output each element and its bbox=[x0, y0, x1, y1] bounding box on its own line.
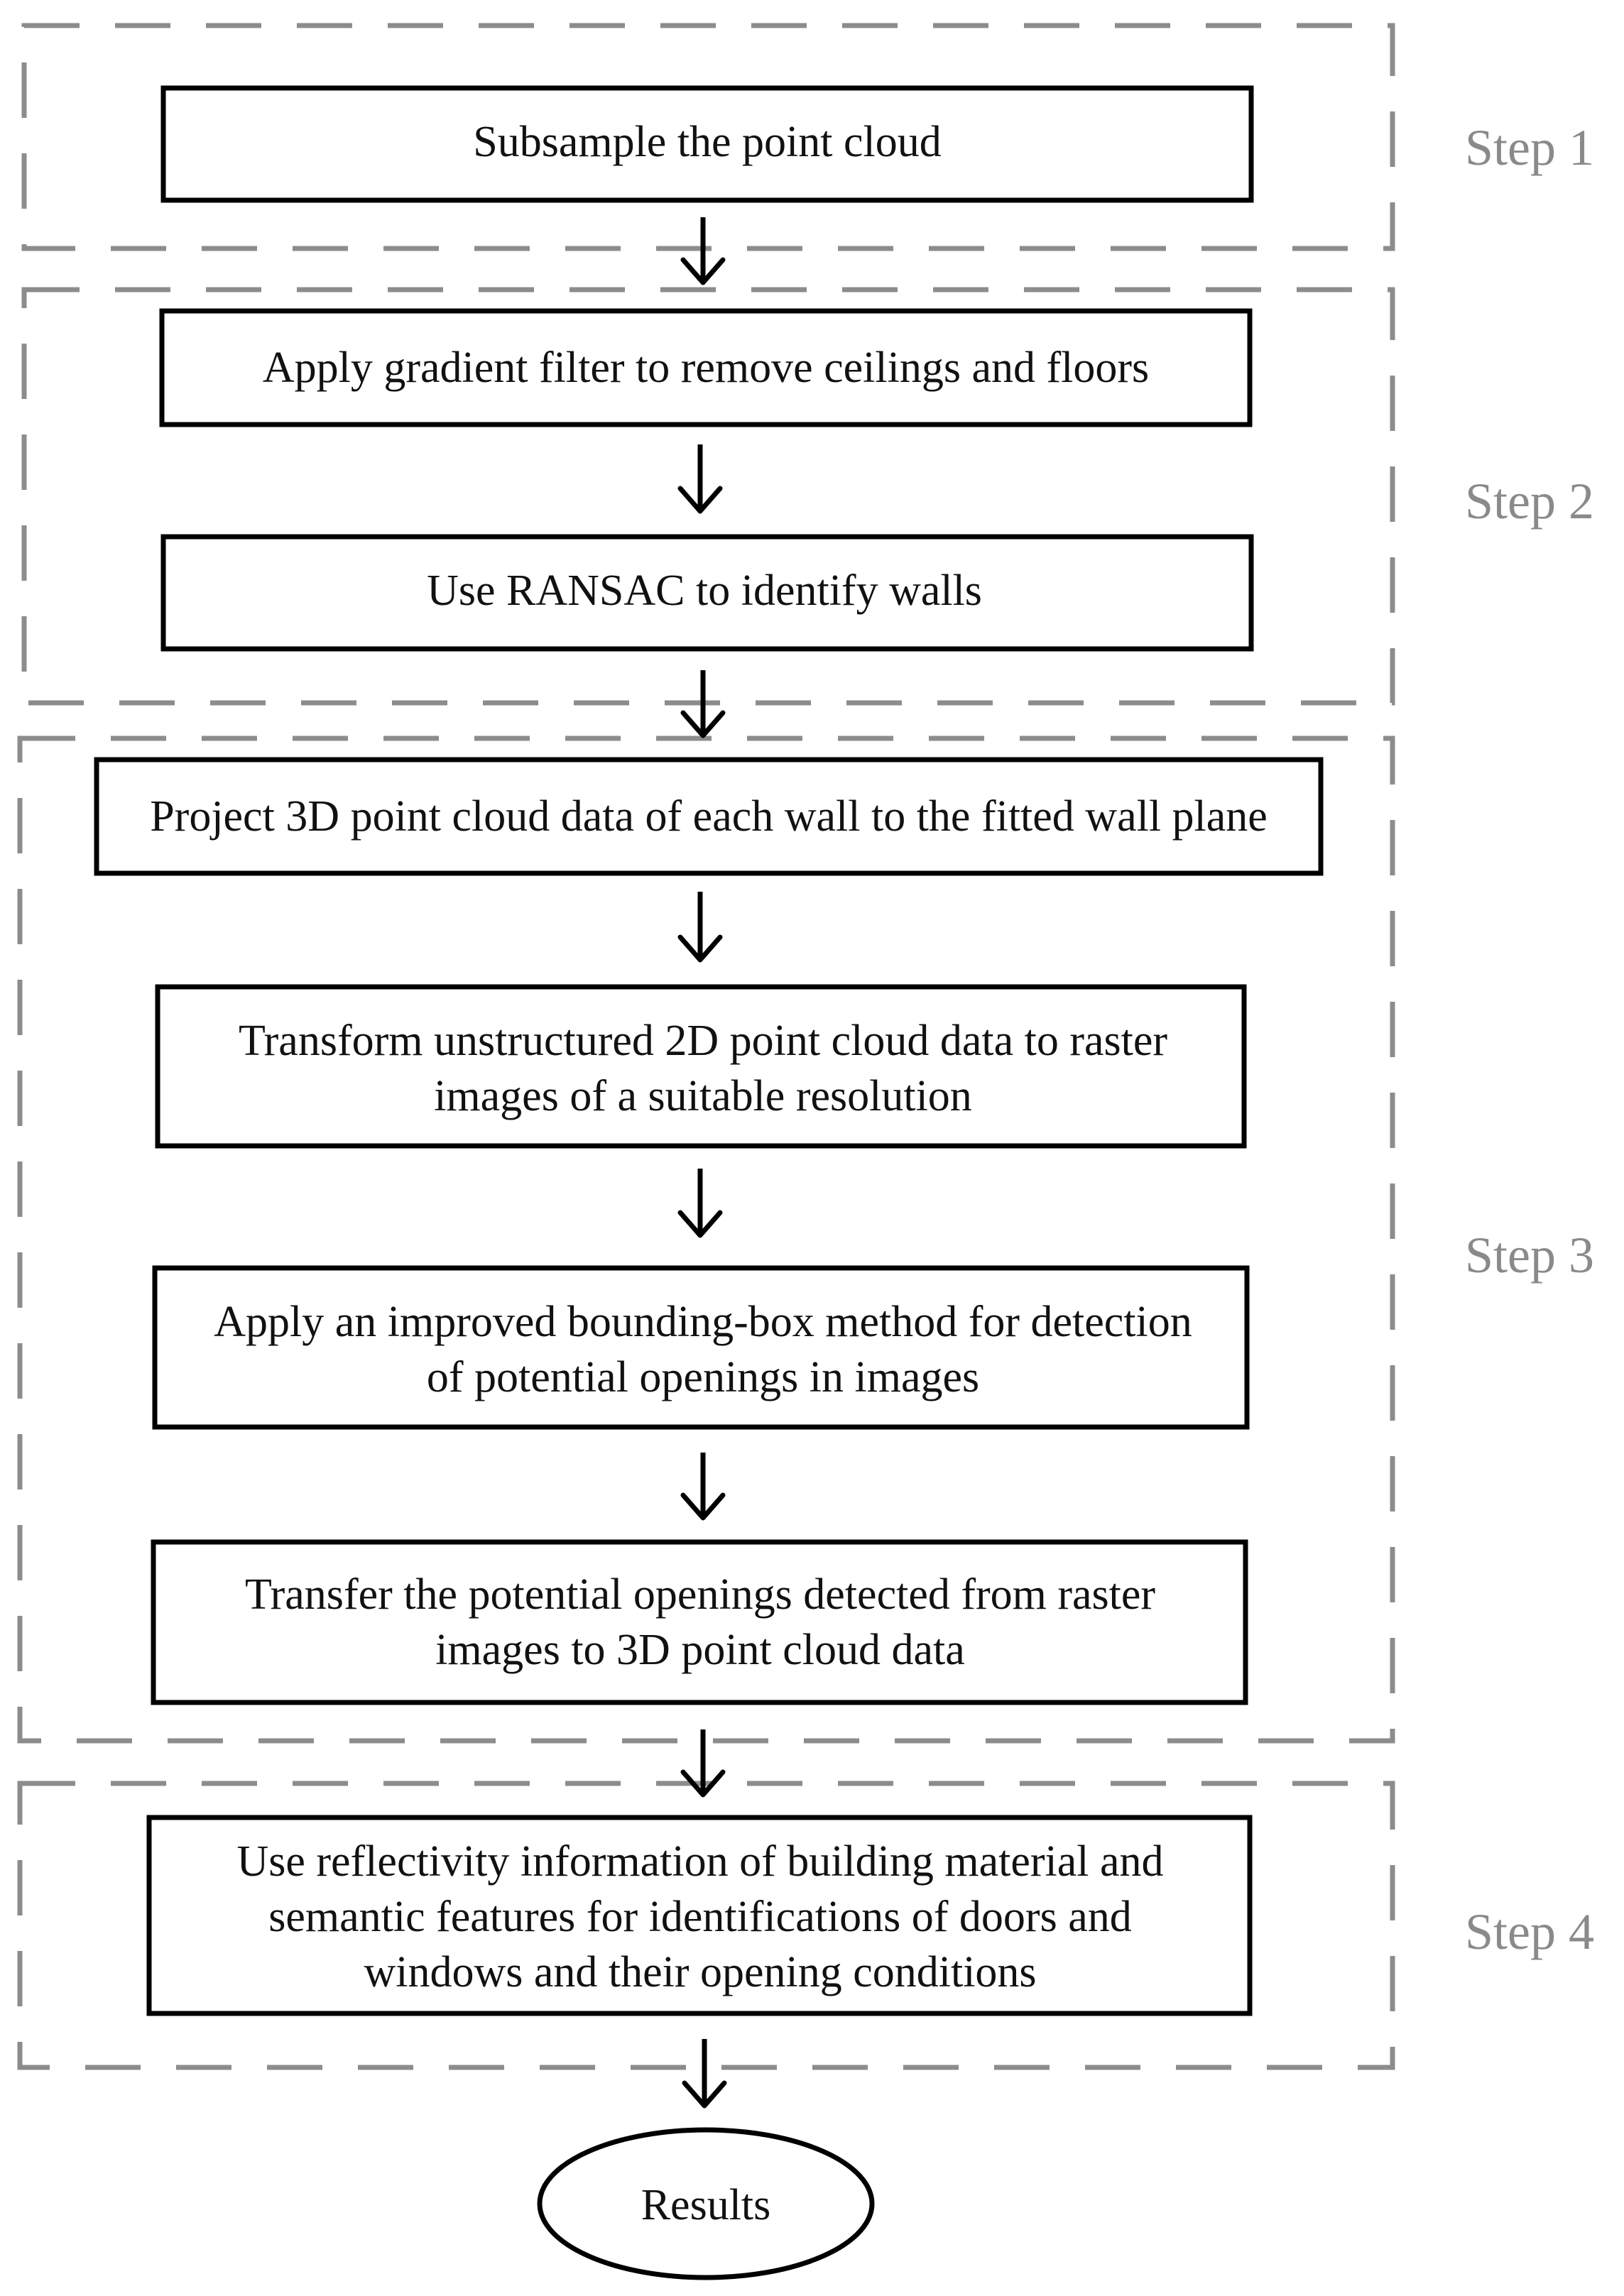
gradient-filter-box: Apply gradient filter to remove ceilings… bbox=[159, 308, 1253, 427]
bounding-box-method-box-line-2: of potential openings in images bbox=[427, 1353, 979, 1401]
arrow-bbox-to-transfer bbox=[680, 1453, 726, 1521]
arrow-reflectivity-to-results bbox=[682, 2039, 727, 2109]
arrow-transfer-to-reflectivity bbox=[680, 1729, 726, 1798]
step-2-label: Step 2 bbox=[1465, 473, 1594, 530]
reflectivity-box-line-3: windows and their opening conditions bbox=[364, 1948, 1036, 1996]
arrow-gradient-to-ransac bbox=[677, 444, 723, 514]
results-terminal-text: Results bbox=[641, 2181, 771, 2229]
subsample-box: Subsample the point cloud bbox=[160, 85, 1254, 203]
arrow-ransac-to-project bbox=[680, 670, 726, 738]
bounding-box-method-box: Apply an improved bounding-box method fo… bbox=[152, 1265, 1250, 1430]
step-1-frame bbox=[21, 23, 1395, 251]
project-wall-box: Project 3D point cloud data of each wall… bbox=[94, 757, 1324, 876]
arrow-project-to-transform bbox=[677, 892, 723, 963]
ransac-box-text: Use RANSAC to identify walls bbox=[427, 567, 982, 615]
bounding-box-method-box-line-1: Apply an improved bounding-box method fo… bbox=[214, 1298, 1192, 1346]
ransac-box: Use RANSAC to identify walls bbox=[160, 534, 1254, 652]
transform-raster-box-line-1: Transform unstructured 2D point cloud da… bbox=[239, 1017, 1167, 1065]
subsample-box-text: Subsample the point cloud bbox=[473, 118, 942, 166]
transfer-openings-box: Transfer the potential openings detected… bbox=[151, 1539, 1248, 1705]
step-2-frame bbox=[21, 287, 1395, 706]
transfer-openings-box-line-2: images to 3D point cloud data bbox=[435, 1626, 965, 1674]
arrow-transform-to-bbox bbox=[677, 1169, 723, 1238]
transform-raster-box: Transform unstructured 2D point cloud da… bbox=[155, 984, 1247, 1149]
step-1-label: Step 1 bbox=[1465, 119, 1594, 176]
transfer-openings-box-line-1: Transfer the potential openings detected… bbox=[245, 1570, 1155, 1619]
arrow-subsample-to-gradient bbox=[680, 217, 726, 285]
reflectivity-box-line-2: semantic features for identifications of… bbox=[268, 1893, 1131, 1941]
results-terminal: Results bbox=[537, 2127, 875, 2280]
gradient-filter-box-text: Apply gradient filter to remove ceilings… bbox=[263, 344, 1149, 392]
reflectivity-box: Use reflectivity information of building… bbox=[146, 1815, 1253, 2016]
step-3-label: Step 3 bbox=[1465, 1227, 1594, 1284]
transform-raster-box-line-2: images of a suitable resolution bbox=[434, 1072, 972, 1120]
project-wall-box-text: Project 3D point cloud data of each wall… bbox=[150, 792, 1268, 841]
reflectivity-box-line-1: Use reflectivity information of building… bbox=[236, 1837, 1163, 1886]
step-3-frame bbox=[17, 736, 1395, 1744]
step-4-label: Step 4 bbox=[1465, 1903, 1594, 1960]
step-4-frame bbox=[17, 1781, 1395, 2070]
